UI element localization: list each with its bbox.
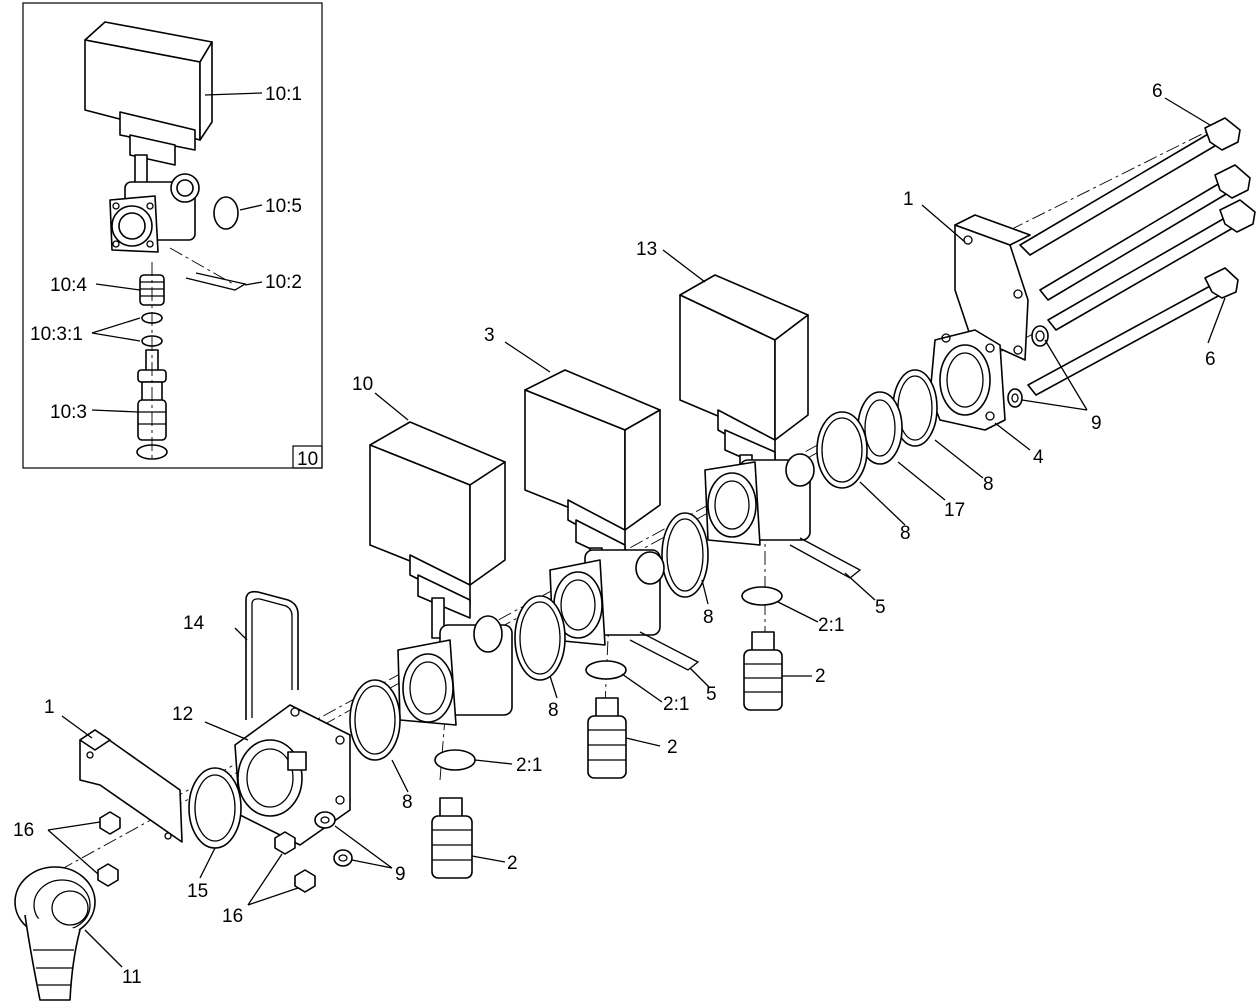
clamp-coupling-12 (234, 704, 351, 846)
callout-17: 17 (944, 500, 965, 521)
callout-10-4: 10:4 (50, 275, 87, 296)
callout-2-1-b: 2:1 (663, 694, 689, 715)
callout-15: 15 (187, 881, 208, 902)
callout-8-a: 8 (983, 474, 994, 495)
end-bracket-left (79, 729, 183, 843)
hose-tail-2-center (587, 697, 627, 779)
callout-2-c: 2 (507, 853, 518, 874)
callout-10-3: 10:3 (50, 402, 87, 423)
callout-9-left: 9 (395, 864, 406, 885)
inset-number-box (292, 445, 323, 469)
callout-2-1-c: 2:1 (516, 755, 542, 776)
callout-6-right: 6 (1205, 349, 1216, 370)
o-ring-8-left-center (514, 595, 566, 681)
callout-13: 13 (636, 239, 657, 260)
callout-1-left: 1 (44, 697, 55, 718)
callout-11: 11 (122, 967, 142, 988)
leader-lines (47, 97, 1226, 968)
washers-right (1007, 325, 1049, 408)
valve-10 (369, 421, 513, 726)
callout-5-a: 5 (875, 597, 886, 618)
seal-17 (857, 391, 903, 465)
o-ring-2-1-center (585, 660, 627, 680)
callout-8-c: 8 (703, 607, 714, 628)
hose-tail-2-left (431, 797, 473, 879)
callout-10-3-1: 10:3:1 (30, 324, 83, 345)
callout-labels: 6 6 1 13 3 10 9 4 8 17 8 8 5 2:1 2 14 2:… (13, 81, 1216, 988)
callout-2-a: 2 (815, 666, 826, 687)
inset-detail-10: 10 (22, 2, 323, 470)
callout-16-a: 16 (13, 820, 34, 841)
hose-tail-2-right (743, 631, 783, 711)
inset-o-ring (213, 196, 239, 230)
o-ring-2-1-left (434, 749, 476, 771)
o-ring-2-1-right (741, 586, 783, 606)
callout-10-5: 10:5 (265, 196, 302, 217)
o-ring-8-left (349, 679, 401, 761)
flange-plate-4 (929, 329, 1006, 431)
callout-9-right: 9 (1091, 413, 1102, 434)
callout-2-1-a: 2:1 (818, 615, 844, 636)
callout-6-top: 6 (1152, 81, 1163, 102)
inset-valve-body (109, 173, 200, 253)
o-ring-8-center (661, 512, 709, 598)
washers-9-left (314, 811, 353, 867)
callout-10: 10 (352, 374, 373, 395)
end-bracket-right (954, 214, 1031, 361)
inset-actuator (84, 21, 213, 186)
seal-15 (188, 767, 242, 849)
long-bolts (1019, 117, 1256, 396)
inset-clip (185, 272, 247, 291)
callout-8-e: 8 (402, 792, 413, 813)
callout-8-d: 8 (548, 700, 559, 721)
callout-3: 3 (484, 325, 495, 346)
inset-number-label: 10 (297, 449, 318, 470)
o-ring-8-mid-right (816, 411, 868, 489)
valve-3 (524, 369, 700, 671)
callout-16-b: 16 (222, 906, 243, 927)
nuts-16 (97, 811, 316, 893)
callout-5-b: 5 (706, 684, 717, 705)
elbow-hose-tail-11 (14, 866, 96, 1001)
callout-12: 12 (172, 704, 193, 725)
inset-frame (22, 2, 323, 469)
callout-1-right: 1 (903, 189, 914, 210)
u-bolt-14 (245, 590, 299, 720)
valve-13 (679, 274, 862, 579)
callout-10-1: 10:1 (265, 84, 302, 105)
callout-2-b: 2 (667, 737, 678, 758)
callout-10-2: 10:2 (265, 272, 302, 293)
callout-4: 4 (1033, 447, 1044, 468)
callout-14: 14 (183, 613, 205, 634)
callout-8-b: 8 (900, 523, 911, 544)
